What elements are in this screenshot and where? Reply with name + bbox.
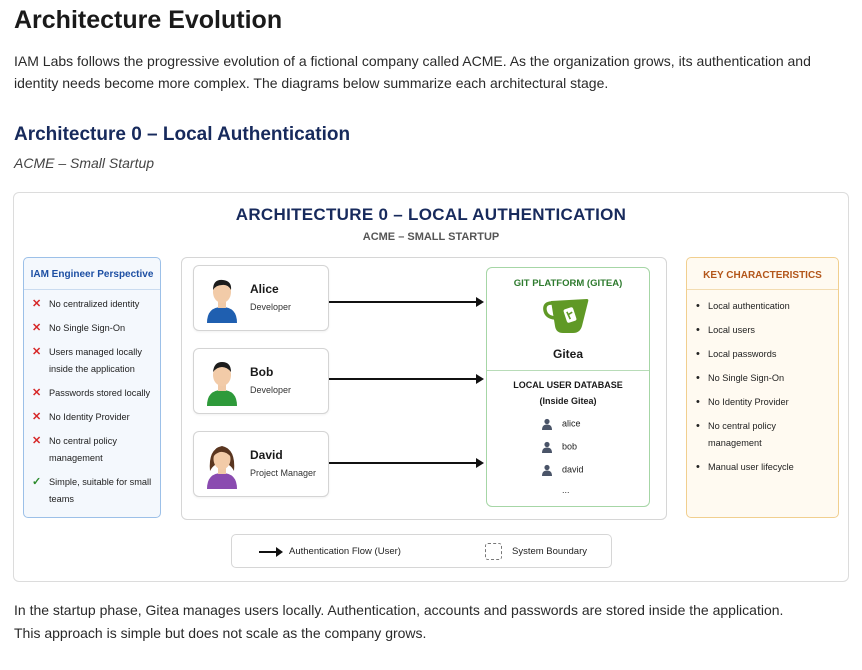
section-title: Architecture 0 – Local Authentication [14,124,351,145]
legend-flow-label: Authentication Flow (User) [289,546,401,557]
cross-icon: ✕ [32,411,42,423]
cross-icon: ✕ [32,346,42,358]
intro-paragraph: IAM Labs follows the progressive evoluti… [14,53,811,91]
cross-icon: ✕ [32,298,42,310]
local-db-subtitle: (Inside Gitea) [539,396,597,406]
diagram-legend: Authentication Flow (User) System Bounda… [231,534,612,568]
key-characteristic-item: Local passwords [696,346,832,363]
user-card-david: David Project Manager [193,431,329,497]
outro-line: In the startup phase, Gitea manages user… [14,602,784,618]
perspective-item: ✕Passwords stored locally [32,385,154,402]
db-user-row: david [541,464,584,476]
auth-flow-arrow [329,374,484,384]
db-user-row: alice [541,418,581,430]
gitea-heading: GIT PLATFORM (GITEA) [513,278,623,289]
legend-arrow-icon [259,547,283,557]
diagram-title: ARCHITECTURE 0 – LOCAL AUTHENTICATION [235,205,627,224]
auth-flow-arrow [329,297,484,307]
section-subtitle: ACME – Small Startup [14,155,155,171]
perspective-item: ✕No Identity Provider [32,409,154,426]
key-characteristic-item: No central policy management [696,418,832,452]
user-role: Developer [250,302,292,312]
user-card-bob: Bob Developer [193,348,329,414]
person-icon [542,441,552,453]
perspective-item: ✕No centralized identity [32,296,154,313]
db-more-ellipsis: ... [562,485,570,495]
person-icon [542,464,552,476]
architecture-diagram: ARCHITECTURE 0 – LOCAL AUTHENTICATION AC… [13,192,849,582]
user-role: Project Manager [250,468,317,478]
user-avatar-icon [207,446,237,489]
system-boundary [181,257,667,520]
user-name: David [250,448,283,462]
user-avatar-icon [207,362,237,406]
page-title: Architecture Evolution [14,6,283,34]
legend-boundary-label: System Boundary [512,546,587,557]
cross-icon: ✕ [32,435,42,447]
user-role: Developer [250,385,292,395]
divider [487,370,649,371]
key-characteristics-panel: KEY CHARACTERISTICS Local authentication… [686,257,839,518]
key-characteristic-item: No Single Sign-On [696,370,832,387]
iam-perspective-panel: IAM Engineer Perspective ✕No centralized… [23,257,161,518]
auth-flow-arrow [329,458,484,468]
outro-paragraph: In the startup phase, Gitea manages user… [14,599,844,645]
user-name: Alice [250,282,279,296]
outro-line: This approach is simple but does not sca… [14,625,427,641]
person-icon [542,418,552,430]
user-avatar-icon [207,279,237,323]
check-icon: ✓ [32,476,42,488]
gitea-logo-icon [543,299,589,333]
perspective-list: ✕No centralized identity ✕No Single Sign… [24,290,160,508]
perspective-item: ✕No central policy management [32,435,117,463]
key-characteristic-item: Local users [696,322,832,339]
gitea-platform-box: GIT PLATFORM (GITEA) Gitea LOCAL USER DA… [486,267,650,507]
diagram-subtitle: ACME – SMALL STARTUP [362,231,500,243]
key-characteristic-item: Manual user lifecycle [696,459,832,476]
key-characteristics-heading: KEY CHARACTERISTICS [687,258,838,290]
gitea-name: Gitea [552,347,583,361]
legend-boundary-icon [485,543,502,560]
user-name: Bob [250,365,274,379]
perspective-heading: IAM Engineer Perspective [24,258,160,290]
user-card-alice: Alice Developer [193,265,329,331]
cross-icon: ✕ [32,387,42,399]
cross-icon: ✕ [32,322,42,334]
db-user-row: bob [541,441,577,453]
key-characteristics-list: Local authentication Local users Local p… [687,290,838,476]
key-characteristic-item: No Identity Provider [696,394,832,411]
perspective-item: ✕No Single Sign-On [32,320,154,337]
key-characteristic-item: Local authentication [696,298,832,315]
local-db-title: LOCAL USER DATABASE [513,380,623,390]
perspective-item: ✓Simple, suitable for small teams [32,476,152,504]
perspective-item: ✕Users managed locally inside the applic… [32,346,142,374]
